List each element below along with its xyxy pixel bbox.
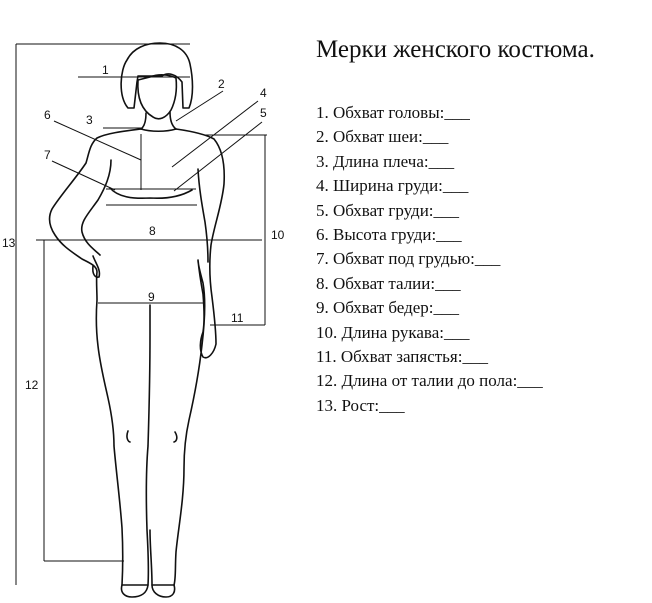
collar xyxy=(140,128,177,133)
measurement-item-13: 13. Рост:___ xyxy=(316,395,405,415)
callout-13: 13 xyxy=(2,236,16,250)
callout-1: 1 xyxy=(102,63,109,77)
measurement-item-11: 11. Обхват запястья:___ xyxy=(316,346,488,366)
underbust-pointer xyxy=(51,160,116,191)
callout-3: 3 xyxy=(86,113,93,127)
callout-5: 5 xyxy=(260,106,267,120)
measurement-item-1: 1. Обхват головы:___ xyxy=(316,103,470,122)
callout-9: 9 xyxy=(148,290,155,304)
callout-7: 7 xyxy=(44,148,51,162)
measurement-lines xyxy=(15,43,267,585)
measurement-item-2: 2. Обхват шеи:___ xyxy=(316,127,449,147)
measurement-item-3: 3. Длина плеча:___ xyxy=(316,151,455,171)
right-arm-inner xyxy=(197,168,209,263)
measurement-item-9: 9. Обхват бедер:___ xyxy=(316,298,460,318)
left-arm-inner xyxy=(80,159,112,256)
measurement-item-5: 5. Обхват груди:___ xyxy=(316,200,460,220)
measurements-list: 1. Обхват головы:___ 2. Обхват шеи:___ 3… xyxy=(316,101,543,418)
face xyxy=(137,74,178,120)
measurement-item-10: 10. Длина рукава:___ xyxy=(316,322,470,342)
chest-width-pointer xyxy=(171,100,259,168)
bust xyxy=(109,187,193,200)
neck-pointer xyxy=(175,90,224,122)
neck xyxy=(140,111,177,130)
left-side xyxy=(48,128,151,586)
callout-labels: 1 2 3 4 5 6 7 8 9 10 11 12 13 xyxy=(2,63,285,392)
measurement-item-6: 6. Высота груди:___ xyxy=(316,224,462,244)
measurement-item-12: 12. Длина от талии до пола:___ xyxy=(316,371,543,391)
feet xyxy=(120,584,176,598)
callout-4: 4 xyxy=(260,86,267,100)
measurement-item-4: 4. Ширина груди:___ xyxy=(316,176,469,196)
knees xyxy=(126,430,178,443)
body-outline xyxy=(48,42,226,598)
bust-pointer xyxy=(173,121,263,192)
hair xyxy=(120,42,194,109)
left-hand xyxy=(92,255,101,278)
bust-height-pointer xyxy=(53,120,142,161)
callout-10: 10 xyxy=(271,228,285,242)
measurement-item-7: 7. Обхват под грудью:___ xyxy=(316,249,501,269)
callout-11: 11 xyxy=(231,311,244,325)
callout-8: 8 xyxy=(149,224,156,238)
callout-2: 2 xyxy=(218,77,225,91)
right-side xyxy=(149,128,226,586)
diagram-title: Мерки женского костюма. xyxy=(316,36,595,63)
measurement-item-8: 8. Обхват талии:___ xyxy=(316,273,461,293)
callout-12: 12 xyxy=(25,378,39,392)
callout-6: 6 xyxy=(44,108,51,122)
